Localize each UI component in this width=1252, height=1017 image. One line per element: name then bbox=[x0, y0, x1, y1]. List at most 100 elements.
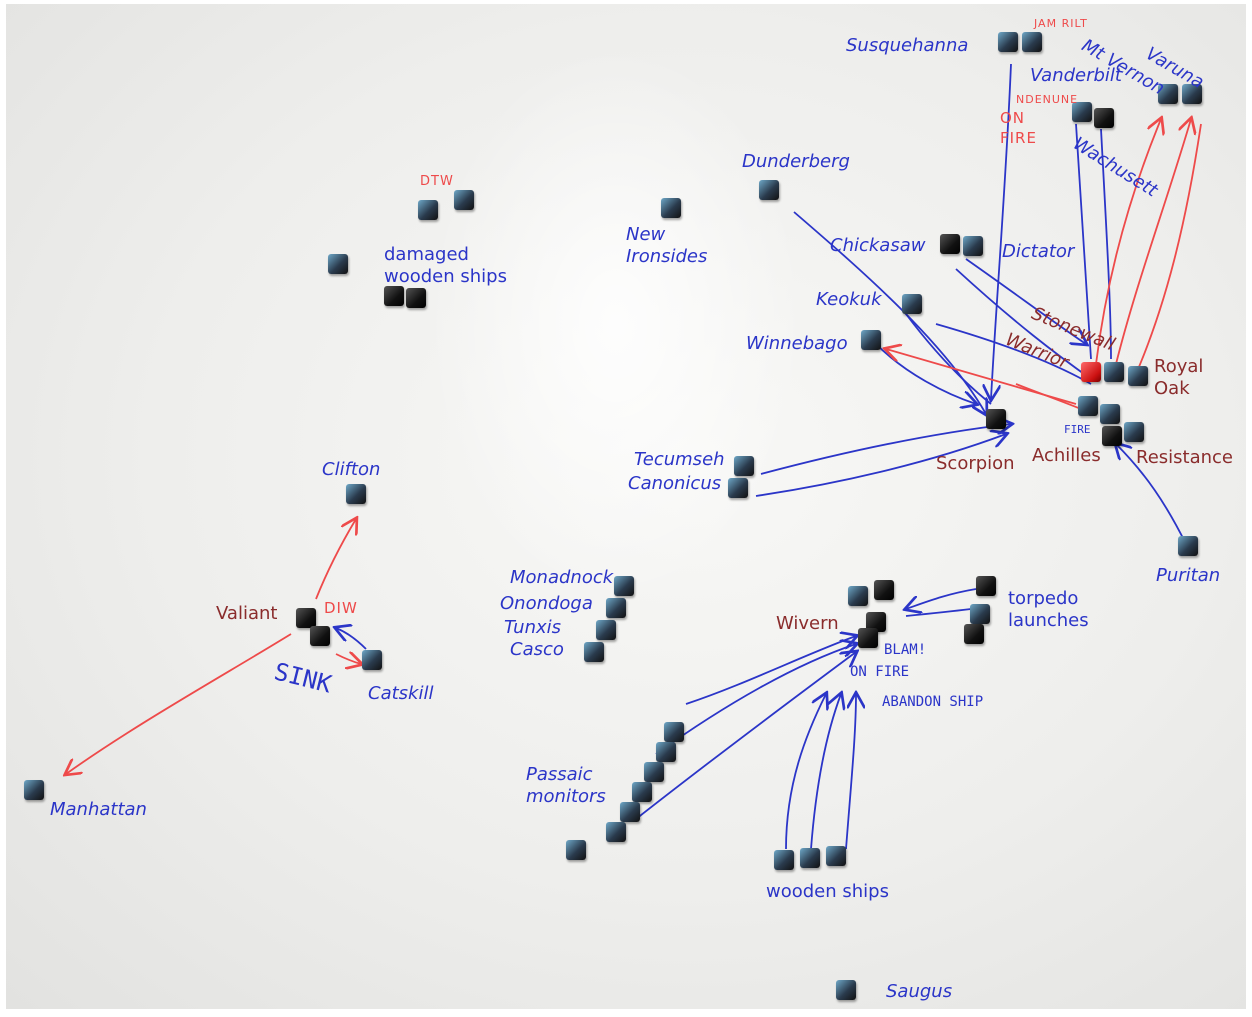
arrow-wooden-ship-3 bbox=[845, 694, 856, 850]
ship-token-dunderberg[interactable] bbox=[759, 180, 779, 200]
arrow-dunderberg-scorpion bbox=[793, 211, 986, 414]
ship-token-damaged-1[interactable] bbox=[418, 200, 438, 220]
ship-token-manhattan[interactable] bbox=[24, 780, 44, 800]
ship-token-chickasaw-1[interactable] bbox=[940, 234, 960, 254]
ship-token-passaic-7[interactable] bbox=[566, 840, 586, 860]
label-monadnock: Monadnock bbox=[510, 567, 614, 588]
ship-token-monadnock[interactable] bbox=[614, 576, 634, 596]
label-tunxis: Tunxis bbox=[504, 617, 562, 638]
label-wooden-ships: wooden ships bbox=[766, 881, 889, 902]
ship-token-royal-oak[interactable] bbox=[1128, 366, 1148, 386]
ship-token-wivern-4[interactable] bbox=[858, 628, 878, 648]
ship-token-wooden-3[interactable] bbox=[826, 846, 846, 866]
ship-token-passaic-1[interactable] bbox=[664, 722, 684, 742]
ship-token-keokuk[interactable] bbox=[902, 294, 922, 314]
ship-token-passaic-6[interactable] bbox=[606, 822, 626, 842]
ship-token-wivern-3[interactable] bbox=[866, 612, 886, 632]
ship-token-achilles-2[interactable] bbox=[1100, 404, 1120, 424]
label-puritan: Puritan bbox=[1156, 565, 1221, 586]
label-dunderberg: Dunderberg bbox=[742, 151, 850, 172]
arrow-torpedo-wivern-1 bbox=[906, 588, 977, 609]
arrow-susquehanna-scorpion bbox=[991, 63, 1012, 399]
ship-token-wooden-1[interactable] bbox=[774, 850, 794, 870]
label-royal-oak-text: Royal Oak bbox=[1154, 356, 1204, 399]
red-note-jam: JAM RILT bbox=[1034, 17, 1088, 30]
label-passaic-monitors-text: Passaic monitors bbox=[526, 764, 606, 807]
arrow-wooden-ship-1 bbox=[785, 694, 826, 850]
ship-token-passaic-3[interactable] bbox=[644, 762, 664, 782]
ship-token-catskill[interactable] bbox=[362, 650, 382, 670]
ship-token-passaic-4[interactable] bbox=[632, 782, 652, 802]
red-arrow-valiant-clifton bbox=[315, 519, 356, 600]
ship-token-achilles-1[interactable] bbox=[1078, 396, 1098, 416]
ship-token-varuna-1[interactable] bbox=[1158, 84, 1178, 104]
red-arrow-valiant-manhattan bbox=[66, 633, 292, 774]
arrow-layer bbox=[6, 63, 1202, 850]
ship-token-wachusett[interactable] bbox=[1094, 108, 1114, 128]
ship-token-wooden-2[interactable] bbox=[800, 848, 820, 868]
label-passaic-monitors: Passaic monitors bbox=[526, 764, 616, 808]
note-fire-small: FIRE bbox=[1064, 423, 1091, 436]
red-note-dtw-valiant: DIW bbox=[324, 599, 358, 617]
label-new-ironsides-text: New Ironsides bbox=[626, 224, 708, 267]
label-chickasaw: Chickasaw bbox=[830, 235, 926, 256]
ship-token-achilles-3[interactable] bbox=[1102, 426, 1122, 446]
ship-token-chickasaw-2[interactable] bbox=[963, 236, 983, 256]
arrow-valiant-catskill bbox=[336, 628, 367, 650]
arrow-wooden-ship-2 bbox=[810, 694, 841, 850]
ship-token-tecumseh[interactable] bbox=[734, 456, 754, 476]
ship-token-valiant[interactable] bbox=[296, 608, 316, 628]
ship-token-tunxis[interactable] bbox=[596, 620, 616, 640]
arrow-chickasaw-target bbox=[965, 258, 1086, 344]
label-royal-oak: Royal Oak bbox=[1154, 356, 1214, 400]
ship-token-passaic-2[interactable] bbox=[656, 742, 676, 762]
ship-token-canonicus[interactable] bbox=[728, 478, 748, 498]
label-valiant: Valiant bbox=[216, 603, 278, 624]
ship-token-clifton[interactable] bbox=[346, 484, 366, 504]
ship-token-onondoga[interactable] bbox=[606, 598, 626, 618]
ship-token-resistance[interactable] bbox=[1124, 422, 1144, 442]
ship-token-stonewall[interactable] bbox=[1081, 362, 1101, 382]
label-achilles: Achilles bbox=[1032, 445, 1101, 466]
ship-token-passaic-5[interactable] bbox=[620, 802, 640, 822]
note-on-fire: ON FIRE bbox=[850, 664, 910, 680]
ship-token-casco[interactable] bbox=[584, 642, 604, 662]
arrow-passaic-wivern-1 bbox=[685, 636, 856, 705]
label-torpedo-launches-text: torpedo launches bbox=[1008, 588, 1089, 631]
ship-token-torpedo-1[interactable] bbox=[976, 576, 996, 596]
ship-token-susquehanna-1[interactable] bbox=[998, 32, 1018, 52]
red-note-dtw-top: DTW bbox=[420, 174, 454, 189]
ship-token-wivern-1[interactable] bbox=[848, 586, 868, 606]
ship-token-wivern-2[interactable] bbox=[874, 580, 894, 600]
label-saugus: Saugus bbox=[886, 981, 953, 1002]
ship-token-warrior[interactable] bbox=[1104, 362, 1124, 382]
ship-token-damaged-2[interactable] bbox=[454, 190, 474, 210]
arrow-wachusett-target bbox=[1100, 128, 1112, 360]
arrow-vanderbilt-target bbox=[1075, 123, 1092, 360]
ship-token-saugus[interactable] bbox=[836, 980, 856, 1000]
ship-token-puritan[interactable] bbox=[1178, 536, 1198, 556]
ship-token-new-ironsides[interactable] bbox=[661, 198, 681, 218]
label-catskill: Catskill bbox=[368, 683, 434, 704]
ship-token-winnebago[interactable] bbox=[861, 330, 881, 350]
ship-token-torpedo-2[interactable] bbox=[970, 604, 990, 624]
ship-token-damaged-4[interactable] bbox=[384, 286, 404, 306]
label-manhattan: Manhattan bbox=[50, 799, 147, 820]
note-abandon-ship-text: ABANDON SHIP bbox=[882, 694, 984, 710]
arrow-puritan-achilles bbox=[1116, 444, 1187, 545]
note-blam: BLAM! bbox=[884, 642, 927, 658]
ship-token-damaged-3[interactable] bbox=[328, 254, 348, 274]
ship-token-valiant-2[interactable] bbox=[310, 626, 330, 646]
ship-token-varuna-2[interactable] bbox=[1182, 84, 1202, 104]
ship-token-torpedo-3[interactable] bbox=[964, 624, 984, 644]
label-torpedo-launches: torpedo launches bbox=[1008, 588, 1108, 632]
red-arrow-warrior-scorpion bbox=[1015, 383, 1082, 410]
label-damaged-wooden-ships: damaged wooden ships bbox=[384, 244, 524, 288]
ship-token-vanderbilt[interactable] bbox=[1072, 102, 1092, 122]
label-vanderbilt: Vanderbilt bbox=[1030, 65, 1122, 86]
label-susquehanna: Susquehanna bbox=[846, 35, 969, 56]
ship-token-damaged-5[interactable] bbox=[406, 288, 426, 308]
ship-token-susquehanna-2[interactable] bbox=[1022, 32, 1042, 52]
arrow-winnebago-scorpion bbox=[875, 343, 976, 404]
ship-token-scorpion[interactable] bbox=[986, 409, 1006, 429]
